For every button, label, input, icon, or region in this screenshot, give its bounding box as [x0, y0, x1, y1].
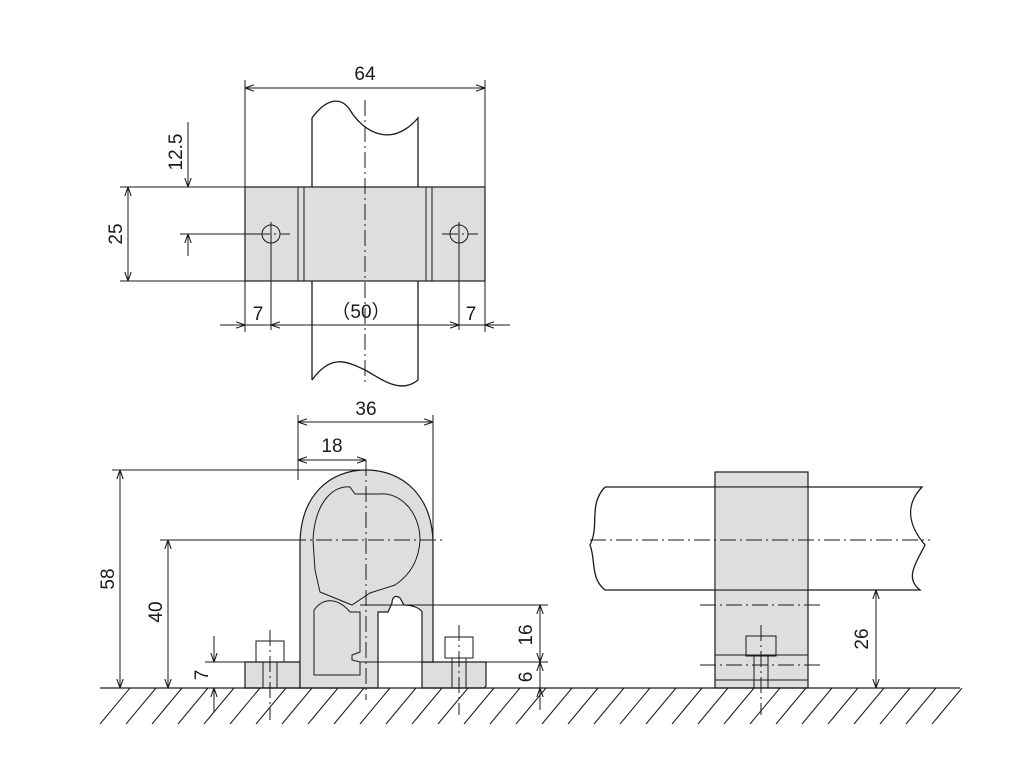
hatch-line [463, 687, 495, 725]
hatch-line [671, 687, 703, 725]
top-view: 64 25 12.5 7 （50） 7 [106, 64, 510, 387]
hatch-line [203, 687, 235, 725]
hatch-line [359, 687, 391, 725]
dim-top-right-edge: 7 [466, 304, 477, 325]
dim-front-base-height: 7 [192, 670, 213, 681]
hatch-line [307, 687, 339, 725]
dim-front-half-width: 18 [321, 436, 342, 457]
hatch-line [775, 687, 807, 725]
dim-side-height: 26 [852, 628, 873, 649]
hatch-line [931, 687, 963, 725]
hatch-line [905, 687, 937, 725]
dim-front-center-height: 40 [146, 601, 167, 622]
hatch-line [515, 687, 547, 725]
hatch-line [619, 687, 651, 725]
hatch-line [879, 687, 911, 725]
hatch-line [827, 687, 859, 725]
hatch-line [567, 687, 599, 725]
dim-front-clip-base: 6 [516, 672, 537, 683]
hatch-line [541, 687, 573, 725]
dim-front-height: 58 [98, 568, 119, 589]
dim-top-left-edge: 7 [253, 304, 264, 325]
hatch-line [489, 687, 521, 725]
hatch-line [385, 687, 417, 725]
hatch-line [333, 687, 365, 725]
hatch-line [593, 687, 625, 725]
hatch-line [723, 687, 755, 725]
dim-front-clip-height: 16 [516, 624, 537, 645]
pipe-outline-side [589, 486, 926, 591]
dim-top-height: 25 [106, 223, 127, 244]
front-base-plate [244, 661, 301, 689]
pipe-outline-top [311, 100, 419, 387]
hatch-line [255, 687, 287, 725]
dim-front-width: 36 [355, 399, 376, 420]
hatch-line [853, 687, 885, 725]
dim-top-pitch: （50） [331, 301, 390, 323]
hatch-line [229, 687, 261, 725]
dim-top-hole-offset: 12.5 [166, 134, 187, 171]
hatch-line [99, 687, 131, 725]
dim-top-width: 64 [354, 64, 376, 85]
hatch-line [281, 687, 313, 725]
hatch-line [645, 687, 677, 725]
hatch-line [177, 687, 209, 725]
front-view: 36 18 58 40 7 16 6 [98, 399, 548, 720]
hatch-line [749, 687, 781, 725]
hatch-line [801, 687, 833, 725]
hatch-line [697, 687, 729, 725]
side-view: 26 [589, 471, 930, 715]
ground-hatching [99, 687, 963, 725]
hatch-line [437, 687, 469, 725]
hatch-line [411, 687, 443, 725]
hatch-line [151, 687, 183, 725]
hatch-line [125, 687, 157, 725]
